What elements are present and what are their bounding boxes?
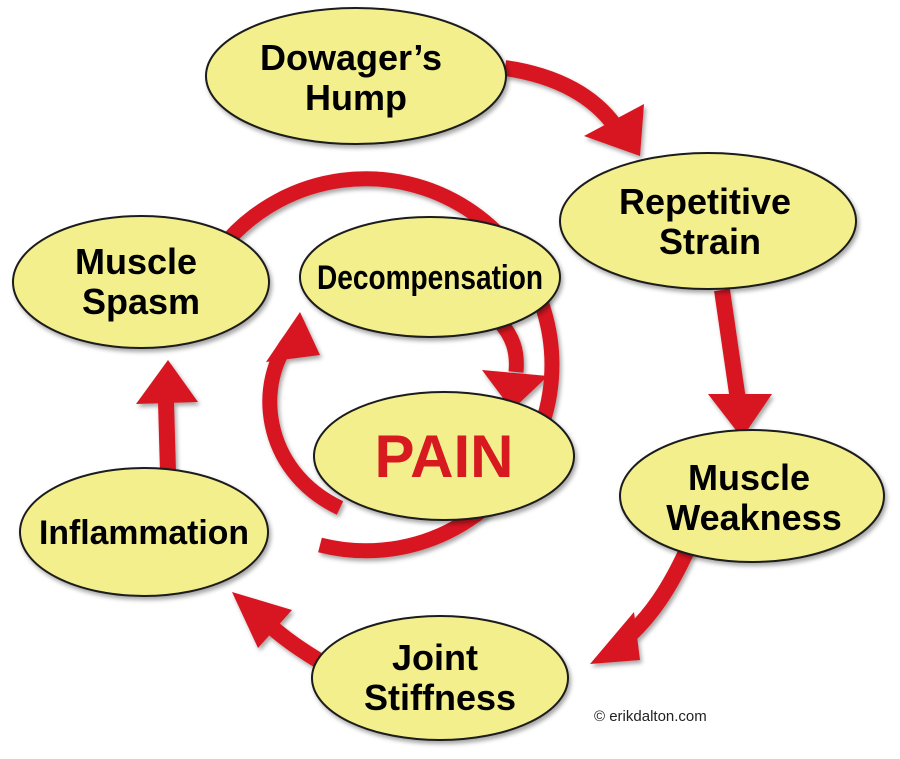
dowagers-hump-ellipse: [205, 7, 507, 145]
decompensation-to-pain-arrowhead: [482, 370, 548, 410]
stiffness-to-inflammation-arrowhead: [232, 592, 292, 648]
inner-circle-arrow: [222, 171, 560, 559]
strain-to-weakness-arrowhead: [708, 394, 772, 438]
repetitive-strain-label-line2: Strain: [659, 221, 761, 262]
muscle-spasm-ellipse: [12, 215, 270, 349]
arrows-layer: [136, 60, 772, 673]
inner-left-curve-arrowhead: [266, 312, 320, 362]
decompensation-ellipse: [299, 216, 561, 338]
muscle-spasm-label-line1: Muscle: [75, 241, 197, 282]
inflammation-to-spasm-arrow: [158, 401, 176, 473]
nodes-layer: [12, 7, 885, 741]
pain-ellipse: [313, 391, 575, 521]
muscle-weakness-label: Muscle Weakness: [666, 457, 841, 538]
hump-to-strain-arrow: [503, 60, 622, 131]
copyright-text: © erikdalton.com: [594, 708, 707, 725]
muscle-spasm-label-line2: Spasm: [82, 281, 200, 322]
joint-stiffness-ellipse: [311, 615, 569, 741]
strain-to-weakness-arrow: [714, 288, 746, 402]
weakness-to-stiffness-arrowhead: [590, 612, 640, 664]
muscle-weakness-label-line1: Muscle: [688, 457, 810, 498]
muscle-weakness-ellipse: [619, 429, 885, 563]
repetitive-strain-label: Repetitive Strain: [619, 181, 801, 262]
joint-stiffness-label-line2: Stiffness: [364, 677, 516, 718]
dowagers-hump-label-line2: Hump: [305, 77, 407, 118]
dowagers-hump-label-line1: Dowager’s: [260, 37, 442, 78]
decompensation-to-pain-arrow: [494, 317, 524, 373]
inflammation-ellipse: [19, 467, 269, 597]
inflammation-to-spasm-arrowhead: [136, 360, 198, 404]
muscle-spasm-label: Muscle Spasm: [75, 241, 207, 322]
dowagers-hump-label: Dowager’s Hump: [260, 37, 452, 118]
repetitive-strain-ellipse: [559, 152, 857, 290]
repetitive-strain-label-line1: Repetitive: [619, 181, 791, 222]
hump-to-strain-arrowhead: [584, 104, 644, 156]
pain-label: PAIN: [375, 423, 514, 490]
inflammation-label: Inflammation: [39, 514, 249, 552]
joint-stiffness-label: Joint Stiffness: [364, 637, 516, 718]
joint-stiffness-label-line1: Joint: [392, 637, 478, 678]
decompensation-label: Decompensation: [317, 259, 543, 297]
muscle-weakness-label-line2: Weakness: [666, 497, 841, 538]
labels-layer: Dowager’s Hump Repetitive Strain Muscle …: [39, 37, 842, 725]
